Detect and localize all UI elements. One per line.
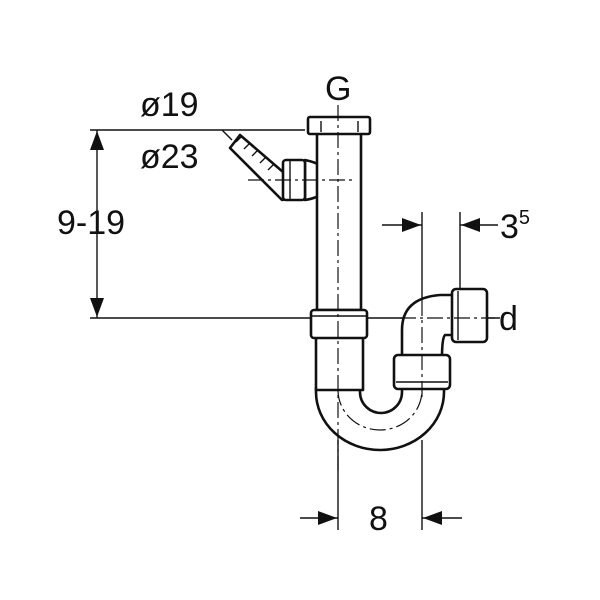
standpipe [306, 115, 372, 312]
thread-label: G [325, 70, 351, 108]
hose-diameter-small-label: ø19 [140, 86, 199, 124]
height-range-label: 9-19 [57, 204, 125, 242]
offset-superscript: 5 [519, 207, 530, 229]
width-label: 8 [369, 500, 388, 538]
hose-connector [228, 133, 330, 202]
hose-diameter-large-label: ø23 [140, 138, 199, 176]
offset-base: 3 [500, 208, 519, 246]
u-bend [309, 308, 446, 452]
outlet-diameter-label: d [499, 300, 518, 338]
outlet-elbow [392, 287, 489, 391]
offset-label: 35 [500, 207, 530, 246]
dimension-offset [382, 212, 498, 300]
dimension-width [300, 440, 462, 530]
